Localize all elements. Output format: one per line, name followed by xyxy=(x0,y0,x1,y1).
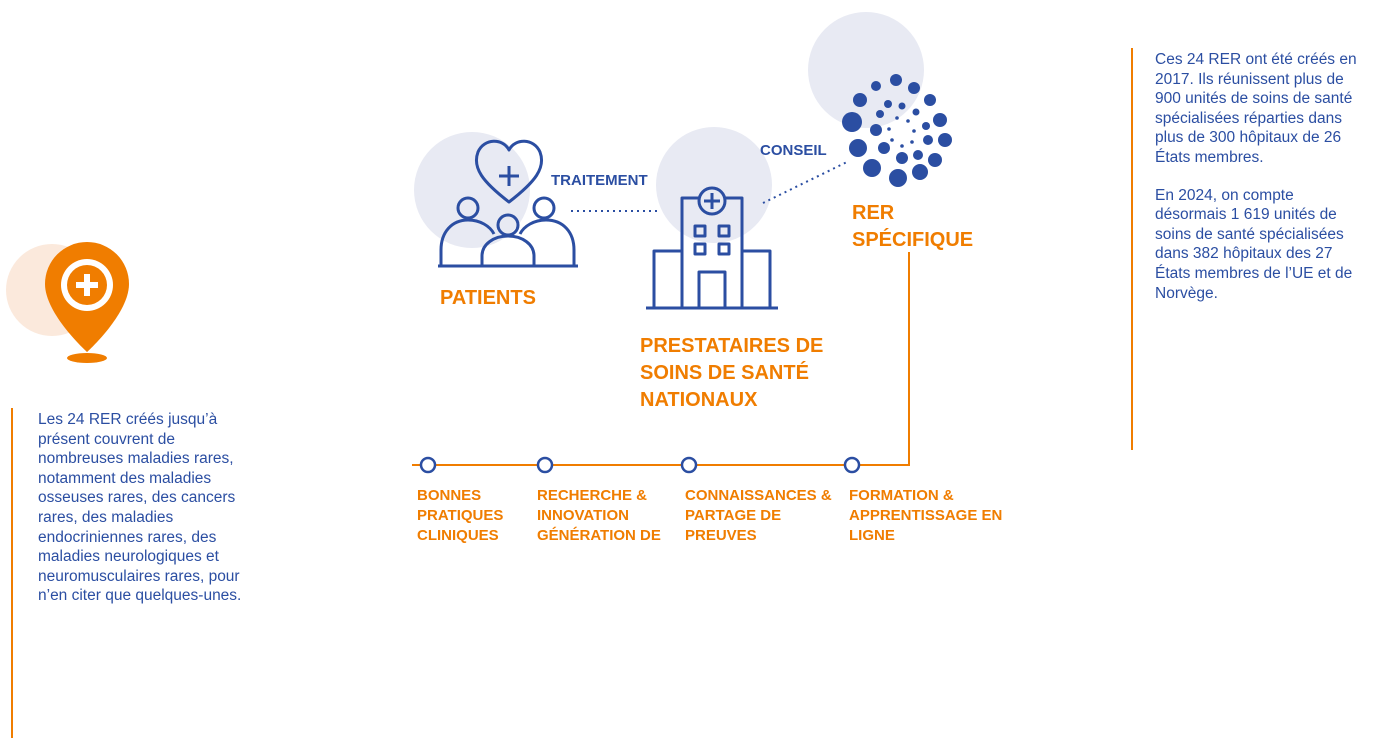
advice-label: CONSEIL xyxy=(760,142,827,159)
timeline-label-training: FORMATION & APPRENTISSAGE EN LIGNE xyxy=(849,487,1003,544)
providers-label: PRESTATAIRES DE SOINS DE SANTÉ NATIONAUX xyxy=(640,335,824,411)
timeline-node xyxy=(419,456,437,474)
treatment-label: TRAITEMENT xyxy=(551,172,648,189)
patients-bg-circle xyxy=(414,132,530,248)
patients-heart-icon xyxy=(438,139,578,268)
timeline-label-knowledge: CONNAISSANCES & PARTAGE DE PREUVES xyxy=(685,487,832,544)
timeline-node xyxy=(843,456,861,474)
hospital-bg-circle xyxy=(656,127,772,243)
timeline-label-clinical-practice: BONNES PRATIQUES CLINIQUES xyxy=(417,487,504,544)
ern-label: RER SPÉCIFIQUE xyxy=(852,202,974,251)
right-note-paragraph-2: En 2024, on compte désormais 1 619 unité… xyxy=(1155,186,1353,302)
timeline-node xyxy=(536,456,554,474)
right-note: Ces 24 RER ont été créés en 2017. Ils ré… xyxy=(1155,50,1360,321)
patients-label: PATIENTS xyxy=(440,287,536,309)
ern-bg-circle xyxy=(808,12,924,128)
timeline-connector xyxy=(412,252,910,466)
right-accent-bar xyxy=(1131,48,1133,450)
location-pin-plus-icon xyxy=(45,242,129,363)
ern-dots-logo-icon xyxy=(842,74,952,187)
advice-connector xyxy=(762,161,848,204)
left-accent-bar xyxy=(11,408,13,738)
hospital-icon xyxy=(646,186,778,310)
right-note-paragraph-1: Ces 24 RER ont été créés en 2017. Ils ré… xyxy=(1155,51,1357,166)
timeline-label-research: RECHERCHE & INNOVATION GÉNÉRATION DE xyxy=(537,487,661,544)
timeline-node xyxy=(680,456,698,474)
left-note: Les 24 RER créés jusqu’à présent couvren… xyxy=(38,411,242,605)
